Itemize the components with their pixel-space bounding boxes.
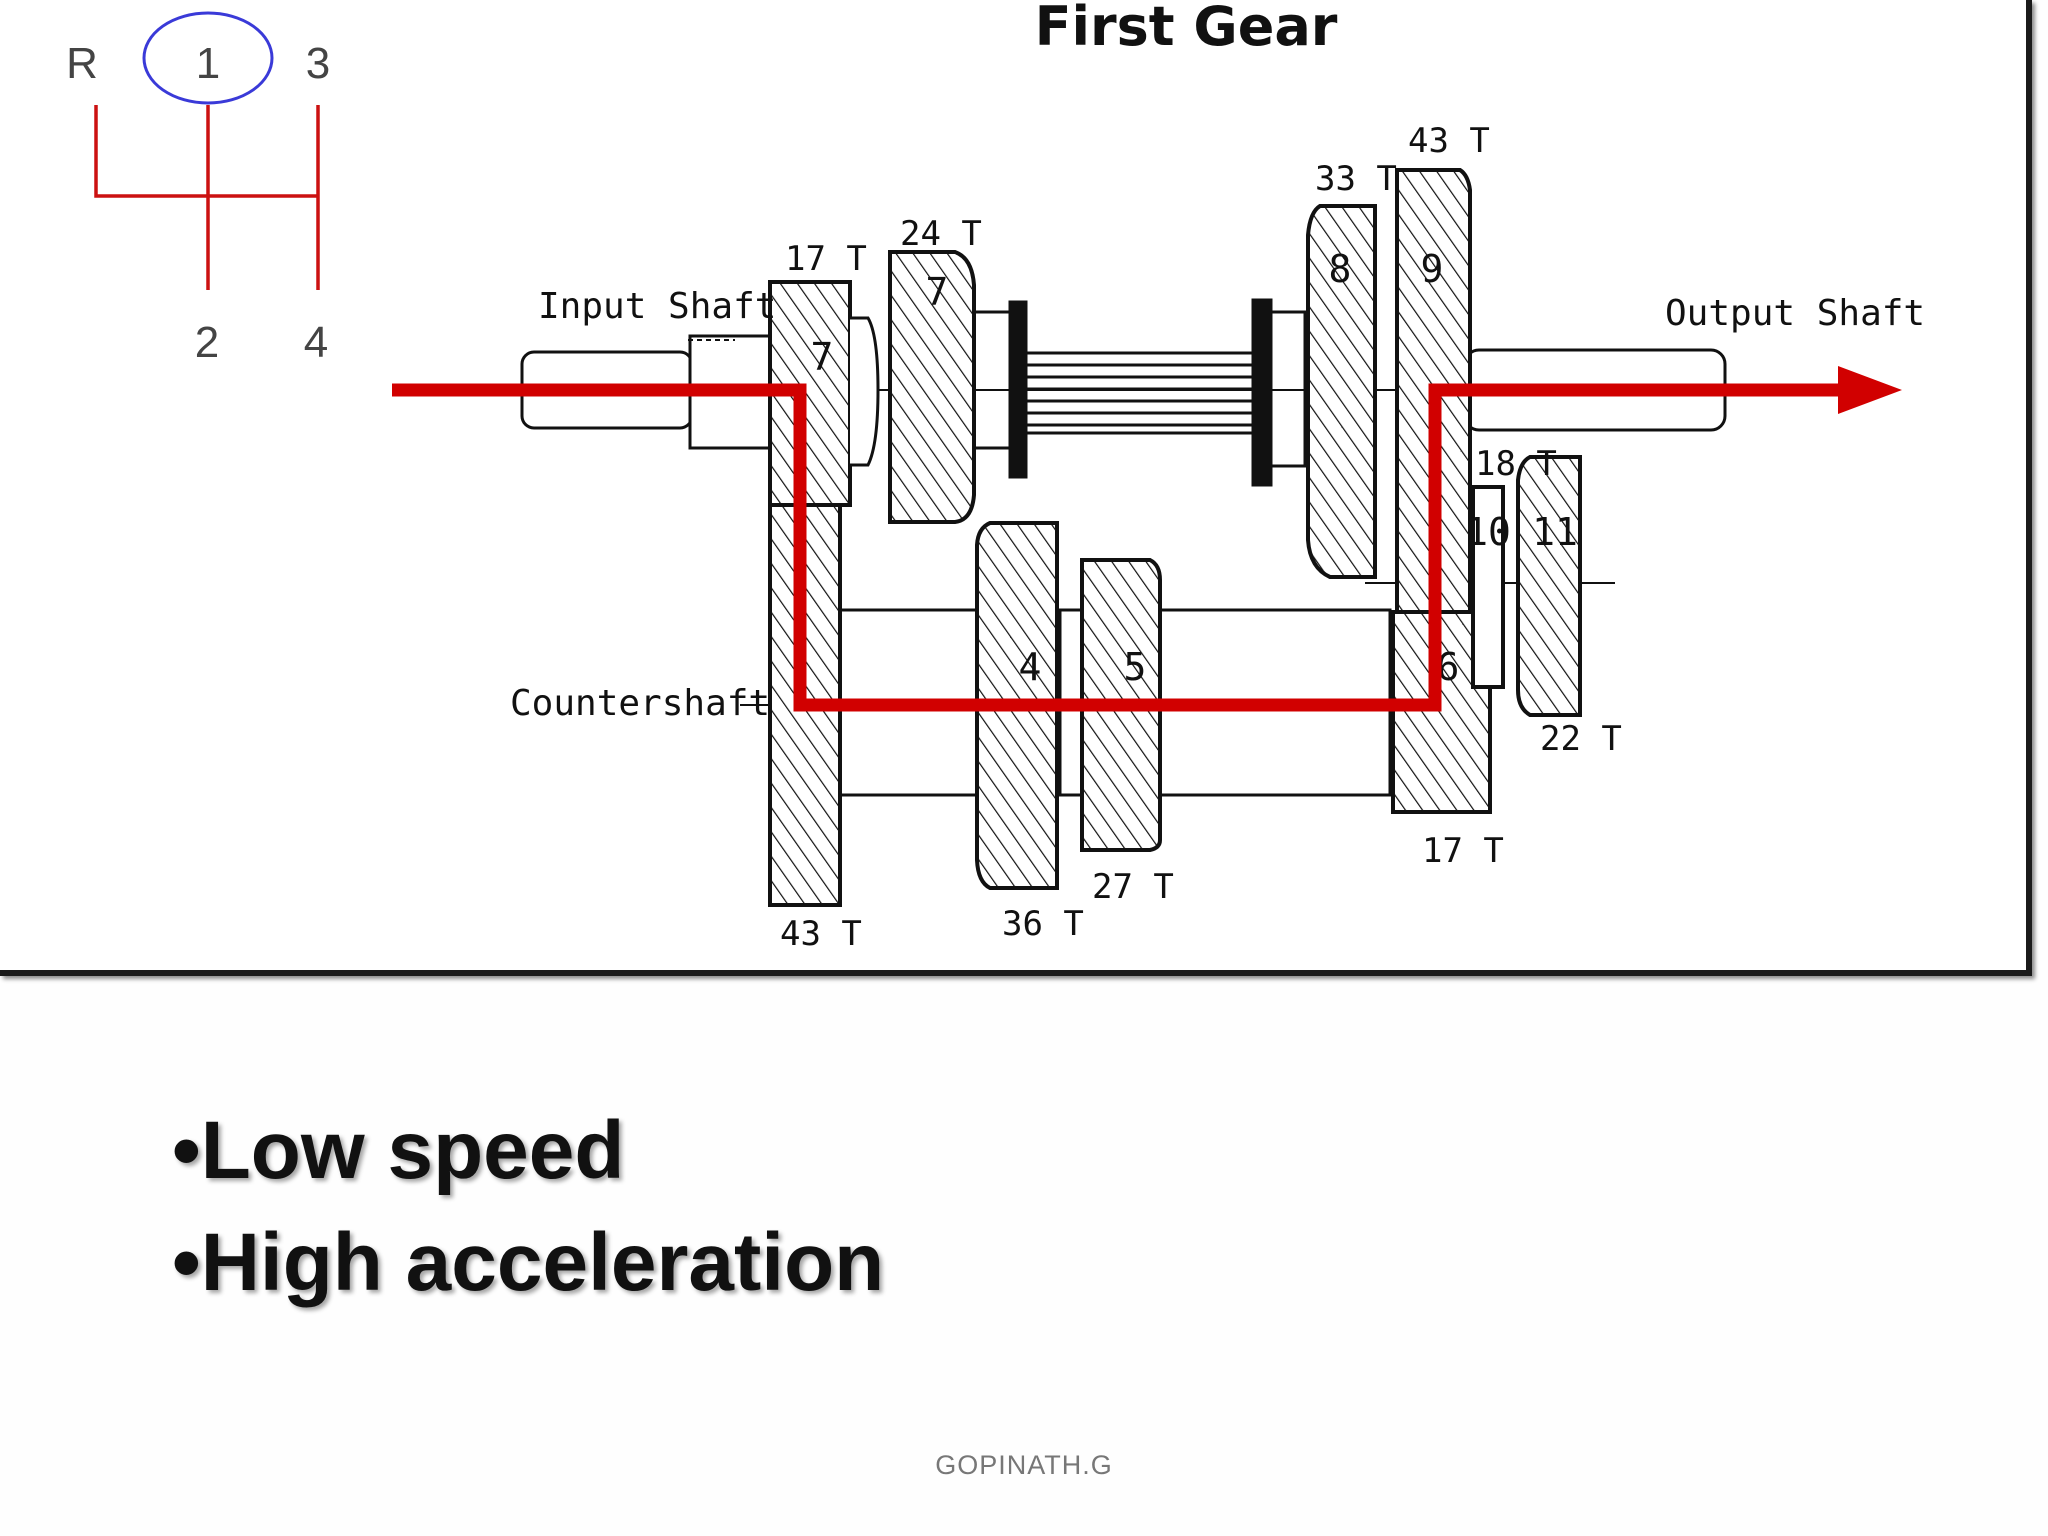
selected-gear-highlight — [142, 11, 274, 105]
shift-pattern: R 1 3 2 4 — [66, 11, 330, 367]
bullet-high-acceleration: High acceleration — [172, 1207, 885, 1319]
teeth-label: 43 T — [780, 914, 862, 954]
diagram-frame: First Gear R 1 3 2 4 — [0, 0, 2032, 976]
teeth-label: 24 T — [900, 214, 982, 254]
gear-number: 11 — [1532, 510, 1578, 554]
bullet-list: Low speed High acceleration — [172, 1095, 885, 1319]
gear-17t-counter — [1391, 610, 1492, 814]
teeth-label: 17 T — [785, 239, 867, 279]
gear-number: 6 — [1437, 645, 1460, 689]
shift-label-3: 3 — [306, 39, 330, 88]
diagram-title: First Gear — [1035, 0, 1338, 58]
teeth-label: 22 T — [1540, 719, 1622, 759]
gear-17t-input — [768, 280, 852, 507]
gear-33t-3rd — [1306, 204, 1377, 579]
shift-label-1: 1 — [196, 39, 220, 88]
gear-number: 8 — [1329, 247, 1352, 291]
gear-number: 5 — [1124, 645, 1147, 689]
countershaft-label: Countershaft — [510, 683, 770, 724]
shift-label-4: 4 — [304, 318, 328, 367]
gear-number: 7 — [811, 335, 834, 379]
teeth-label: 43 T — [1408, 121, 1490, 161]
teeth-label: 27 T — [1092, 867, 1174, 907]
power-flow-path — [392, 366, 1902, 712]
bullet-low-speed: Low speed — [172, 1095, 884, 1207]
output-shaft-label: Output Shaft — [1665, 293, 1925, 334]
shift-gate-lines — [94, 105, 320, 290]
gear-22t-reverse — [1516, 455, 1582, 717]
shift-label-2: 2 — [195, 318, 219, 367]
input-shaft-label: Input Shaft — [538, 286, 776, 327]
teeth-label: 17 T — [1422, 831, 1504, 871]
teeth-label: 36 T — [1002, 904, 1084, 944]
footer-author: GOPINATH.G — [935, 1450, 1113, 1480]
gear-number: 10 — [1465, 510, 1511, 554]
teeth-labels: 17 T 24 T 33 T 43 T 43 T 36 T 27 T 17 T … — [780, 121, 1622, 954]
gear-18t-idler — [1471, 485, 1505, 689]
gear-number: 7 — [926, 270, 949, 314]
teeth-label: 33 T — [1315, 159, 1397, 199]
gear-number: 9 — [1421, 247, 1444, 291]
gear-24t-2nd — [888, 250, 976, 524]
gear-numbers: 7 7 8 9 4 5 6 10 11 — [811, 247, 1578, 689]
gear-number: 4 — [1019, 645, 1042, 689]
shift-label-r: R — [66, 39, 98, 88]
power-flow-arrowhead — [1838, 366, 1902, 414]
teeth-label: 18 T — [1475, 444, 1557, 484]
first-gear-diagram: First Gear R 1 3 2 4 — [66, 0, 1925, 954]
